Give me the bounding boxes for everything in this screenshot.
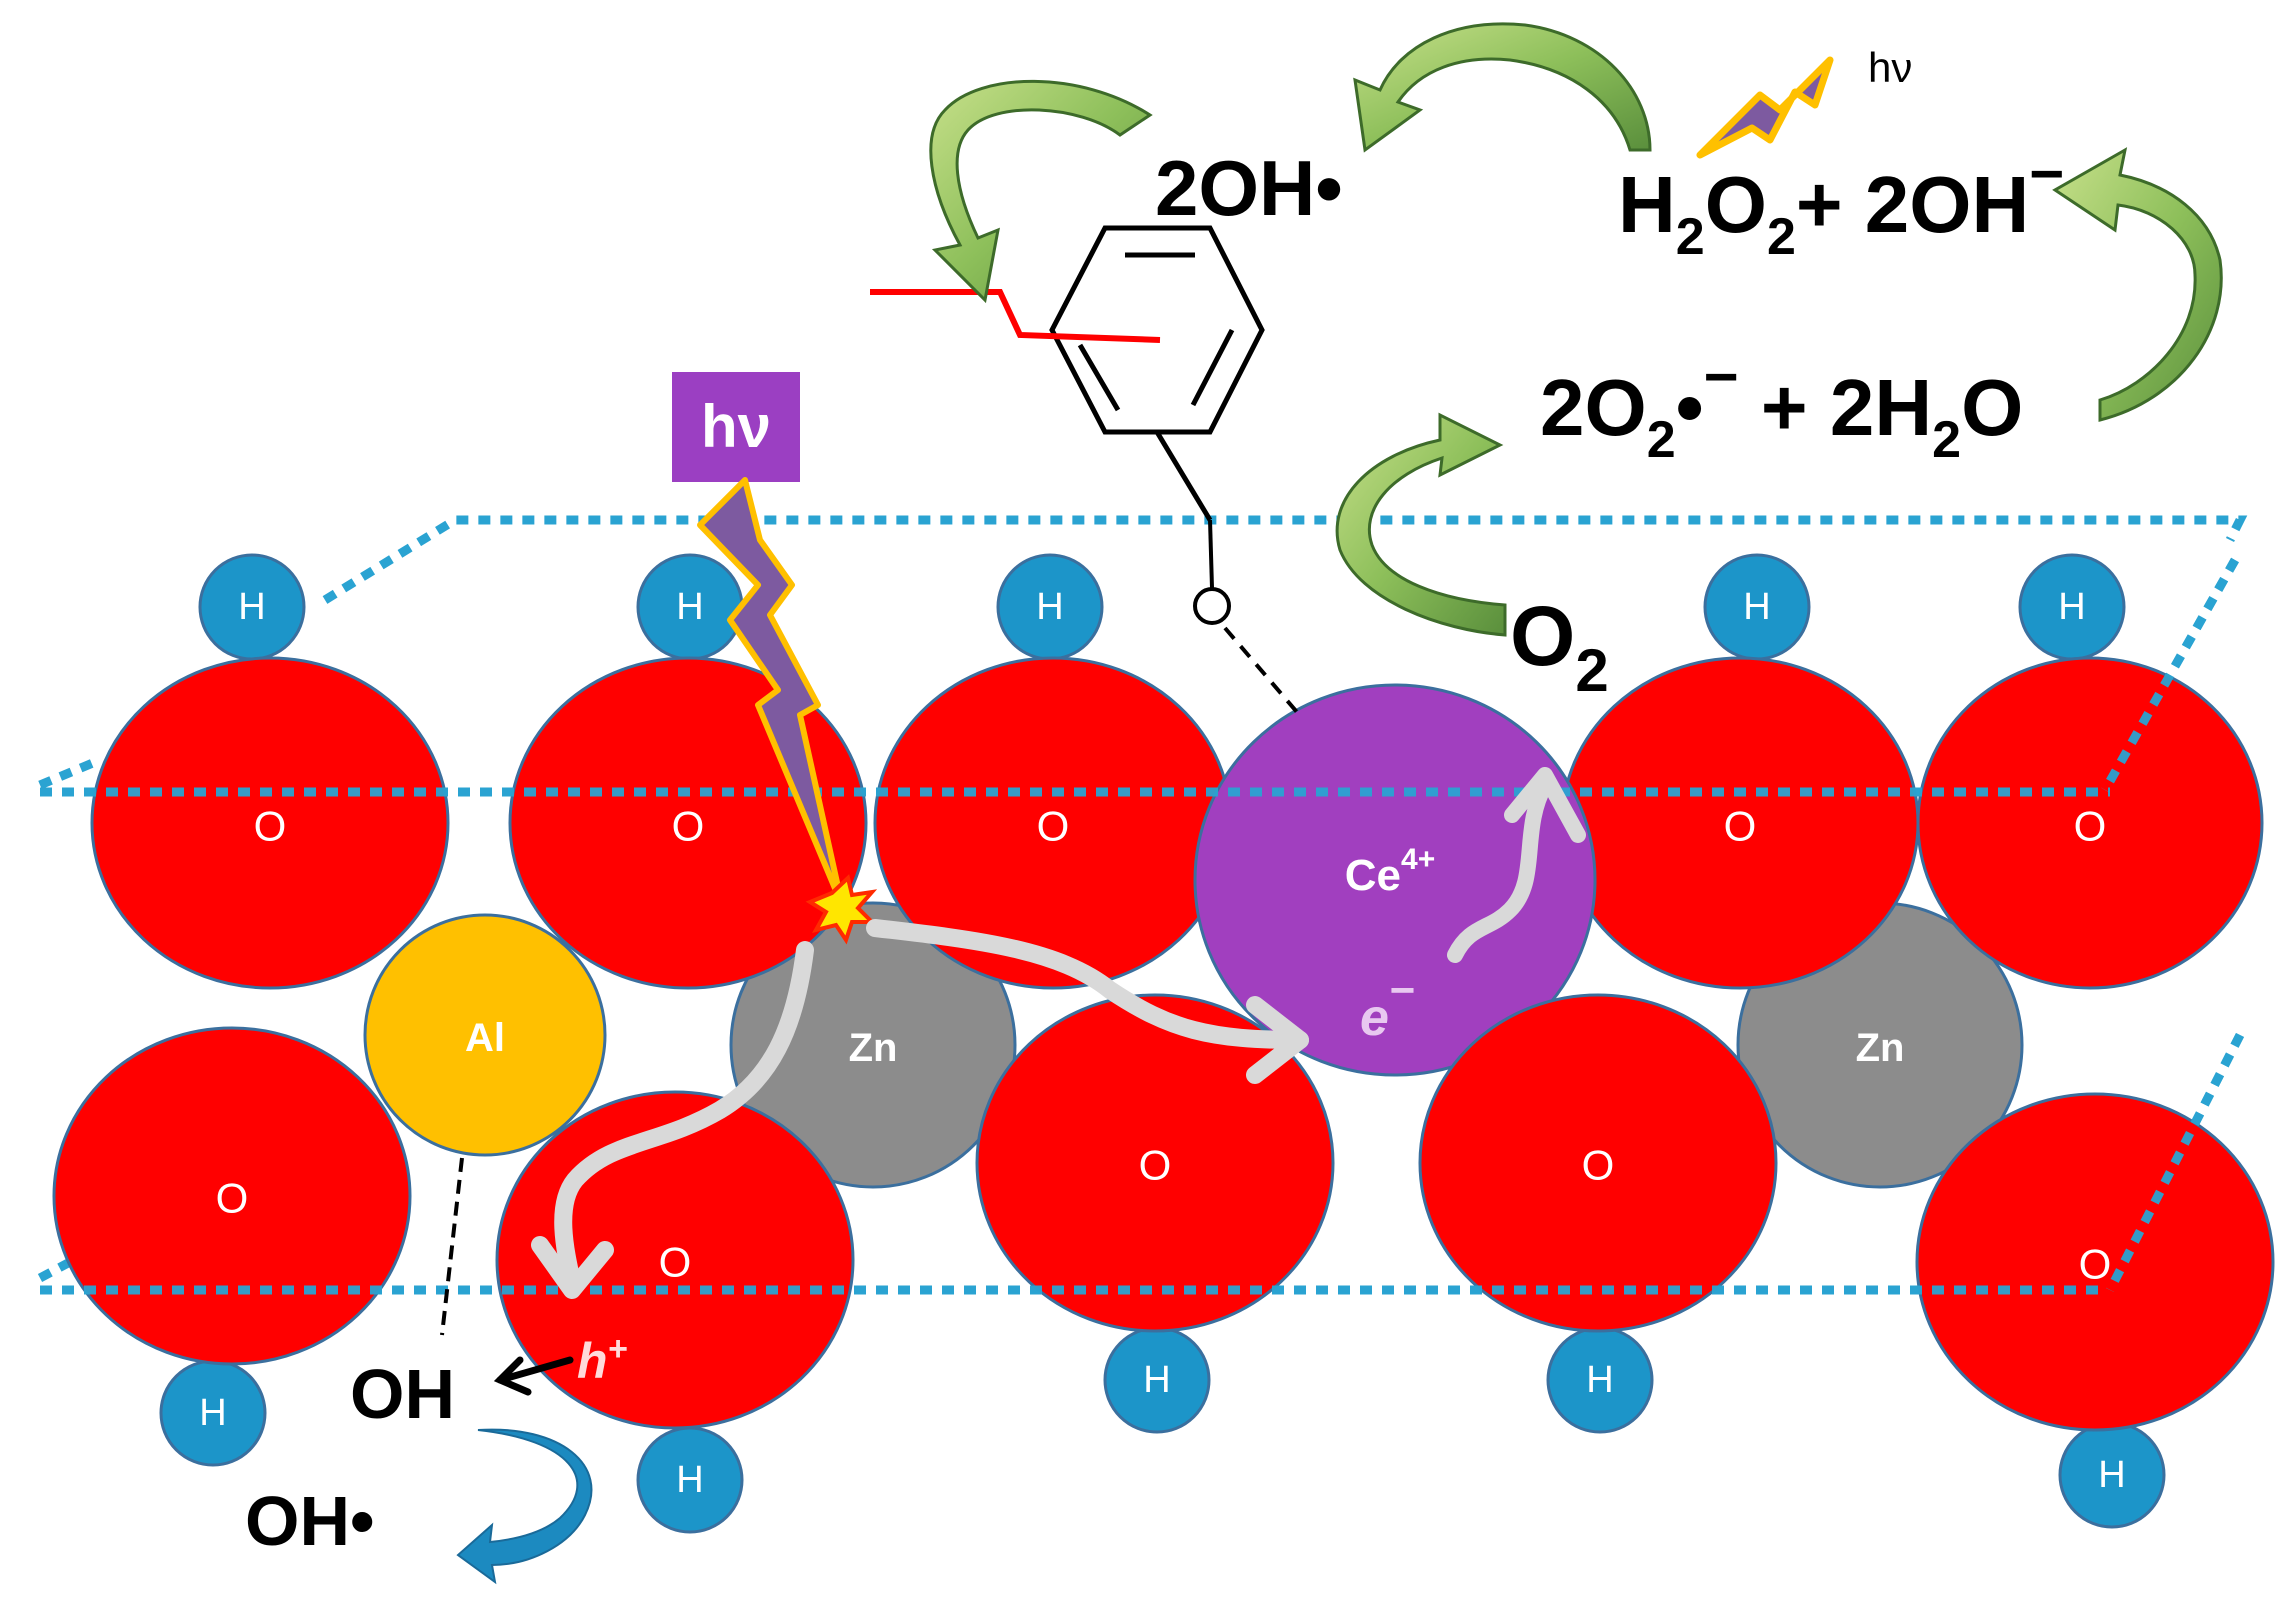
hydrogen-atom: H [996, 553, 1104, 661]
hole-label: h+ [577, 1330, 628, 1389]
oh-conversion-arrow [456, 1428, 593, 1585]
svg-text:H: H [1143, 1359, 1170, 1401]
al-oh-bond [440, 1157, 464, 1336]
electron-path-arrow [866, 919, 1309, 1084]
svg-text:Zn: Zn [849, 1026, 898, 1070]
oxygen-atom: O [1560, 656, 1920, 990]
hydrogen-atom: H [1703, 553, 1811, 661]
hv-box-label: hν [701, 393, 771, 460]
aromatic-pollutant [1049, 225, 1265, 522]
svg-text:O: O [659, 1239, 692, 1286]
molecule-cleavage-mark [870, 289, 1161, 343]
svg-text:H: H [1586, 1359, 1613, 1401]
svg-text:Al: Al [465, 1016, 505, 1060]
svg-text:H: H [2098, 1454, 2125, 1496]
hydrogen-atom: H [198, 553, 306, 661]
oxygen-molecule: O2 [1510, 589, 1609, 704]
peroxide-equation: H2O2+ 2OH− [1618, 140, 2064, 266]
hydrogen-atom: H [636, 553, 744, 661]
svg-text:H: H [199, 1392, 226, 1434]
peroxide-to-oh-arrow [1353, 22, 1652, 153]
phenoxy-oxygen [1193, 587, 1231, 625]
svg-text:O: O [216, 1175, 249, 1222]
svg-text:O: O [1582, 1142, 1615, 1189]
oxygen-atom: O [90, 656, 450, 990]
photon-source: hν [672, 372, 878, 945]
svg-text:H: H [2058, 586, 2085, 628]
superoxide-equation: 2O2•− + 2H2O [1540, 343, 2023, 469]
svg-text:O: O [2079, 1241, 2112, 1288]
hydroxyl-radical-bottom: OH• [245, 1482, 375, 1560]
hole-oh-arrow [493, 1356, 574, 1396]
hv-box [672, 372, 800, 482]
hydrogen-atom: H [2018, 553, 2126, 661]
svg-text:H: H [238, 586, 265, 628]
hole-path-arrow [531, 941, 814, 1299]
svg-text:O: O [672, 803, 705, 850]
spark-icon [805, 874, 878, 945]
hydroxyl-radical-top: 2OH• [1155, 144, 1343, 232]
aluminium-atom: Al [363, 913, 607, 1157]
svg-text:O: O [1139, 1142, 1172, 1189]
svg-text:H: H [676, 1459, 703, 1501]
hydrogen-atom: H [636, 1426, 744, 1534]
svg-text:H: H [1036, 586, 1063, 628]
phenoxy-ce-interaction [1223, 626, 1304, 720]
small-lightning-icon [1696, 56, 1834, 159]
hydrogen-atom: H [1546, 1326, 1654, 1434]
lattice-midline [40, 557, 2245, 1295]
oh-attack-arrow [929, 79, 1153, 304]
o2-to-superoxide-arrow [1335, 412, 1507, 637]
small-hv-label: hν [1868, 44, 1912, 91]
svg-text:O: O [1037, 803, 1070, 850]
electron-label: e− [1360, 966, 1415, 1047]
hydrogen-atom: H [2058, 1421, 2166, 1529]
oxygen-atom: O [975, 993, 1335, 1333]
oxygen-atom: O [1915, 1092, 2275, 1432]
oxygen-atom: O [1418, 993, 1778, 1333]
cerium-atom: Ce4+ [1193, 683, 1597, 1077]
oxygen-atom: O [52, 1026, 412, 1366]
hydrogen-atoms: H H H H H H H H H H [159, 553, 2166, 1534]
oxygen-atom: O [873, 656, 1233, 990]
svg-text:H: H [676, 586, 703, 628]
svg-text:Ce4+: Ce4+ [1345, 843, 1435, 900]
svg-text:O: O [2074, 803, 2107, 850]
svg-text:O: O [254, 803, 287, 850]
oxygen-atom: O [1916, 656, 2264, 990]
svg-text:Zn: Zn [1856, 1026, 1905, 1070]
phenoxy-bond [1208, 519, 1214, 589]
hydrogen-atom: H [159, 1359, 267, 1467]
svg-text:O: O [1724, 803, 1757, 850]
electron-up-arrow [1447, 767, 1586, 963]
hydroxide-ion: OH [350, 1355, 455, 1433]
svg-text:H: H [1743, 586, 1770, 628]
superoxide-to-peroxide-arrow [2052, 147, 2223, 422]
hydrogen-atom: H [1103, 1326, 1211, 1434]
